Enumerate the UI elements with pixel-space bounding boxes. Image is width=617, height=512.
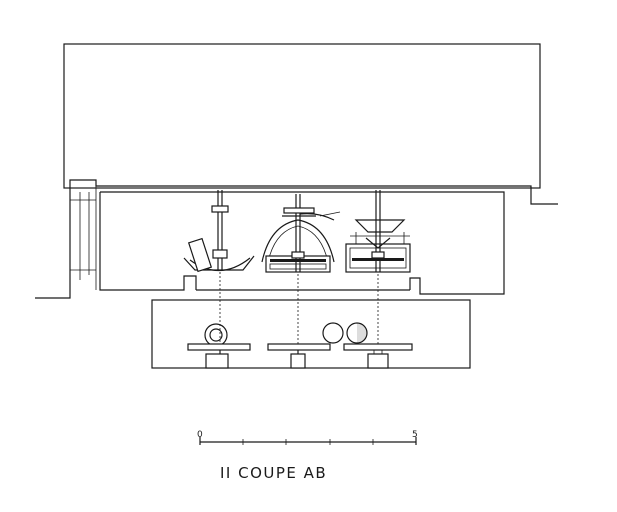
scale-end-label: 5 xyxy=(412,430,418,440)
upper-chamber xyxy=(99,191,505,295)
upper-building-block xyxy=(63,43,541,189)
drawing-title: II COUPE AB xyxy=(220,464,327,482)
ground-line-left xyxy=(35,179,558,299)
scale-start-label: 0 xyxy=(197,430,203,440)
machine-left xyxy=(183,190,255,369)
scale-bar: 0 5 xyxy=(197,430,418,445)
machine-center xyxy=(261,194,368,369)
lower-chamber xyxy=(151,299,471,369)
machine-right xyxy=(343,190,413,369)
